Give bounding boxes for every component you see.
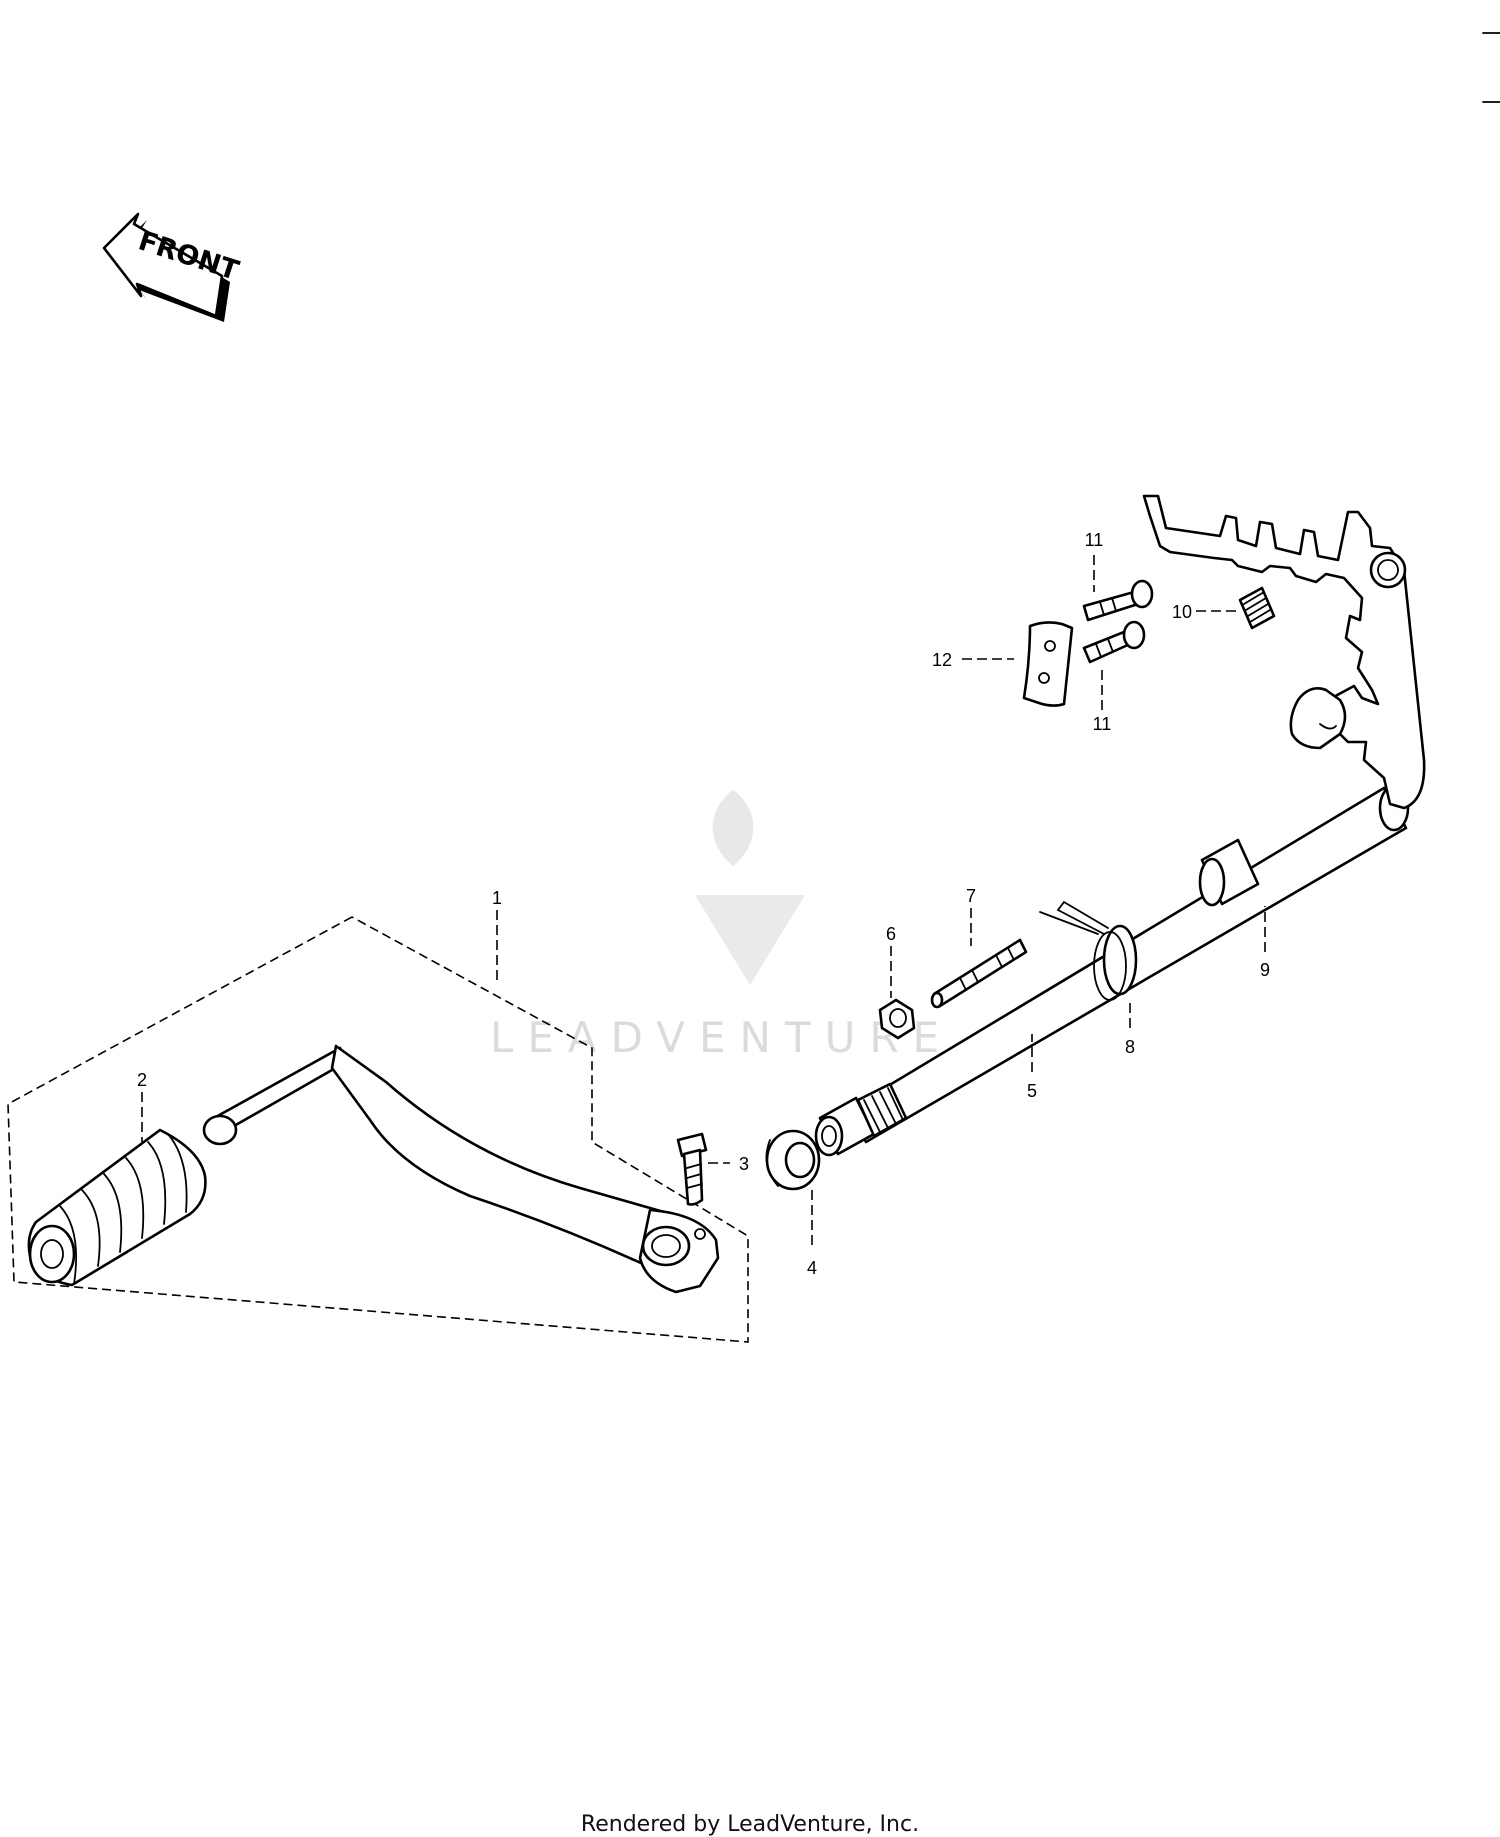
shift-pedal-lever	[202, 1044, 720, 1294]
retaining-plate	[1022, 621, 1074, 707]
leader-lines	[141, 555, 1266, 1250]
return-spring	[1039, 900, 1138, 1001]
front-arrow-icon: FRONT	[102, 212, 243, 322]
callout-3: 3	[739, 1154, 749, 1174]
footpeg-rubber	[27, 1128, 207, 1287]
detent-spring	[1238, 586, 1276, 630]
hex-nut	[878, 998, 916, 1040]
callout-12: 12	[932, 650, 952, 670]
pinch-bolt	[676, 1132, 708, 1206]
oil-seal	[765, 1129, 821, 1191]
callout-1: 1	[492, 888, 502, 908]
callout-2: 2	[137, 1070, 147, 1090]
shaft-collar	[1198, 838, 1260, 907]
callout-4: 4	[807, 1258, 817, 1278]
leadventure-watermark: LEADVENTURE	[490, 790, 953, 1062]
callout-10: 10	[1172, 602, 1192, 622]
callout-8: 8	[1125, 1037, 1135, 1057]
watermark-text: LEADVENTURE	[490, 1013, 953, 1062]
assembly-outline	[7, 916, 749, 1343]
bolt-lower	[1082, 620, 1146, 664]
bolt-upper	[1082, 579, 1154, 622]
callout-11-upper: 11	[1085, 530, 1104, 550]
callout-7: 7	[966, 886, 976, 906]
callout-11-lower: 11	[1093, 714, 1112, 734]
stud-bolt	[930, 938, 1028, 1009]
shift-arm	[1142, 494, 1426, 810]
render-credit: Rendered by LeadVenture, Inc.	[580, 1812, 920, 1837]
callout-5: 5	[1027, 1081, 1037, 1101]
callout-6: 6	[886, 924, 896, 944]
callout-9: 9	[1260, 960, 1270, 980]
